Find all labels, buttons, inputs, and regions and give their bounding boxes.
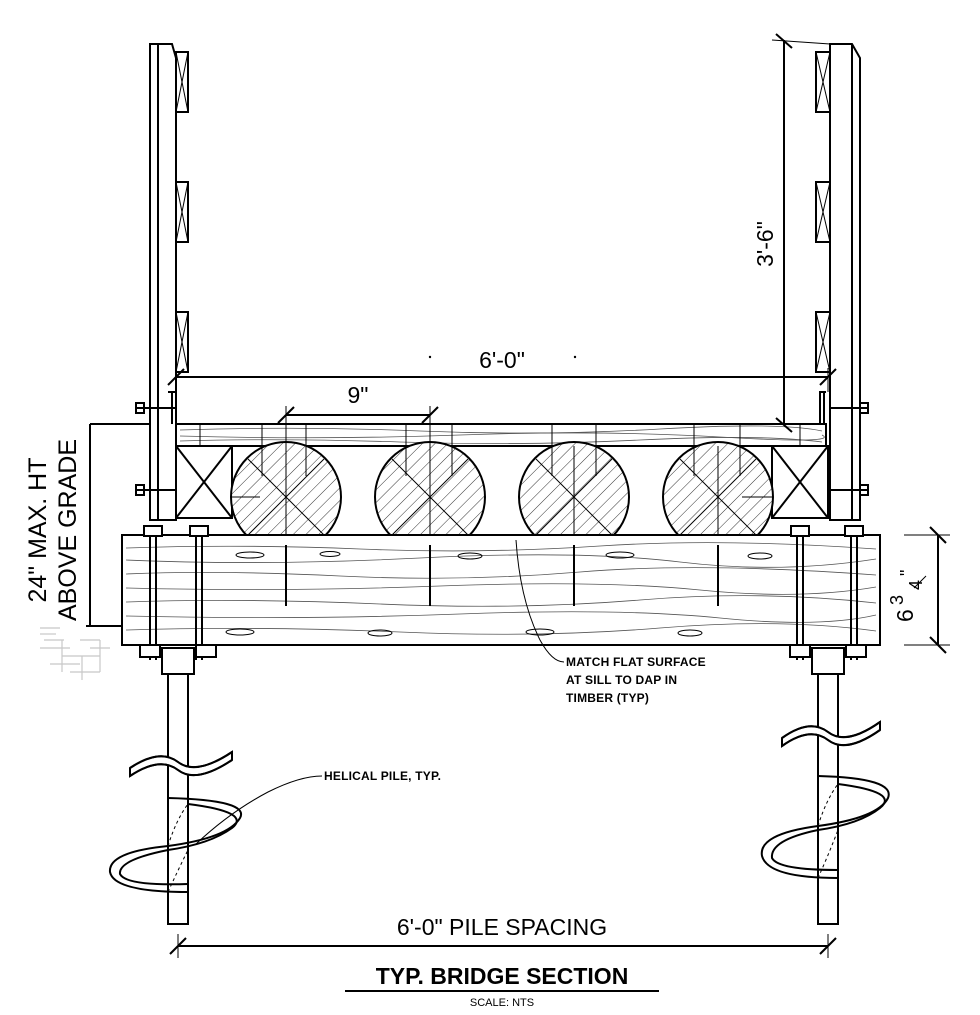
helical-pile-note: HELICAL PILE, TYP.: [324, 769, 441, 783]
pile-spacing-dimension: [169, 934, 837, 958]
left-rail-post: [135, 43, 192, 521]
sill-height-whole: 6: [892, 609, 918, 622]
sill-timber: [121, 534, 881, 646]
right-curb-block: [771, 445, 829, 519]
log-stringers: [230, 441, 774, 606]
sill-height-frac-den: 4: [906, 580, 926, 590]
helical-pile-leader: [195, 775, 323, 845]
max-height-line1: 24" MAX. HT: [24, 457, 52, 602]
log-spacing-label: 9": [348, 382, 369, 408]
right-helical-pile: [760, 647, 890, 925]
match-surface-leader: [515, 539, 565, 663]
sill-height-frac-num: 3: [887, 595, 907, 605]
sill-bolts: [139, 525, 867, 660]
deck-plank: [175, 423, 827, 470]
deck-width-label: 6'-0": [479, 347, 525, 373]
match-note-line3: TIMBER (TYP): [566, 691, 649, 705]
grade-symbol: [40, 625, 122, 680]
drawing-title: TYP. BRIDGE SECTION: [376, 963, 629, 989]
max-height-dimension: [89, 423, 150, 626]
left-helical-pile: [108, 647, 243, 925]
rail-height-dimension: [771, 33, 831, 433]
right-rail-post: [806, 43, 869, 521]
left-curb-block: [175, 445, 233, 519]
rail-height-label: 3'-6": [752, 221, 778, 267]
match-note-line2: AT SILL TO DAP IN: [566, 673, 677, 687]
max-height-line2: ABOVE GRADE: [54, 439, 82, 621]
log-spacing-dimension: [277, 406, 439, 446]
drawing-scale: SCALE: NTS: [470, 997, 534, 1009]
sill-height-dimension: [904, 526, 950, 654]
pile-spacing-label: 6'-0" PILE SPACING: [397, 914, 607, 940]
deck-width-dimension: [167, 355, 837, 392]
match-note-line1: MATCH FLAT SURFACE: [566, 655, 706, 669]
svg-text:": ": [897, 570, 917, 576]
